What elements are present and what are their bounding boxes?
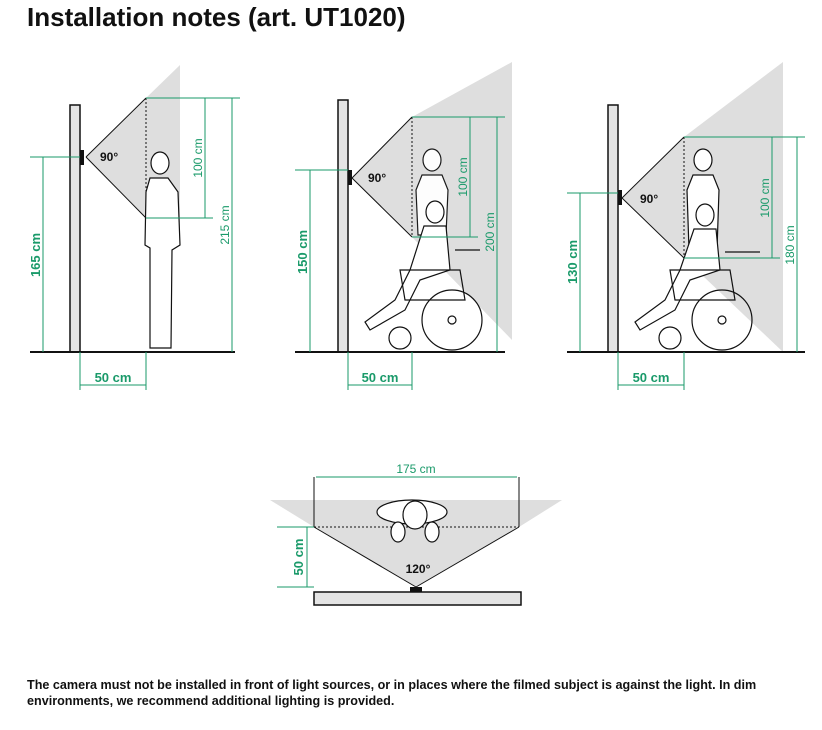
svg-text:50 cm: 50 cm	[291, 539, 306, 576]
person-top-view-icon	[376, 499, 448, 543]
svg-text:100 cm: 100 cm	[191, 138, 205, 177]
svg-text:90°: 90°	[100, 150, 118, 164]
svg-text:150 cm: 150 cm	[295, 230, 310, 274]
svg-text:120°: 120°	[406, 562, 431, 576]
camera-icon	[410, 587, 422, 592]
svg-text:180 cm: 180 cm	[783, 225, 797, 264]
camera-icon	[80, 150, 84, 165]
svg-text:100 cm: 100 cm	[456, 157, 470, 196]
wheelchair-person-icon	[364, 200, 483, 351]
svg-text:50 cm: 50 cm	[95, 370, 132, 385]
diagram-wheelchair-150: 90° 150 cm 100 cm 200 cm 50 cm	[295, 62, 512, 390]
installation-note: The camera must not be installed in fron…	[27, 678, 757, 708]
standing-person-icon	[144, 151, 181, 349]
wheelchair-person-icon	[634, 203, 760, 351]
svg-text:90°: 90°	[640, 192, 658, 206]
diagram-top-view: 120° 175 cm 50 cm	[270, 462, 562, 606]
diagram-wheelchair-130: 90° 130 cm 100 cm 180 cm 50 cm	[565, 62, 805, 390]
svg-text:90°: 90°	[368, 171, 386, 185]
wall	[69, 104, 81, 353]
page-title: Installation notes (art. UT1020)	[27, 2, 406, 32]
svg-text:200 cm: 200 cm	[483, 212, 497, 251]
svg-text:100 cm: 100 cm	[758, 178, 772, 217]
svg-text:50 cm: 50 cm	[362, 370, 399, 385]
svg-text:175 cm: 175 cm	[396, 462, 435, 476]
svg-text:50 cm: 50 cm	[633, 370, 670, 385]
svg-text:130 cm: 130 cm	[565, 240, 580, 284]
diagram-standing: 90° 165 cm 100 cm 215 cm 50 cm	[28, 65, 240, 390]
svg-text:215 cm: 215 cm	[218, 205, 232, 244]
svg-text:165 cm: 165 cm	[28, 233, 43, 277]
